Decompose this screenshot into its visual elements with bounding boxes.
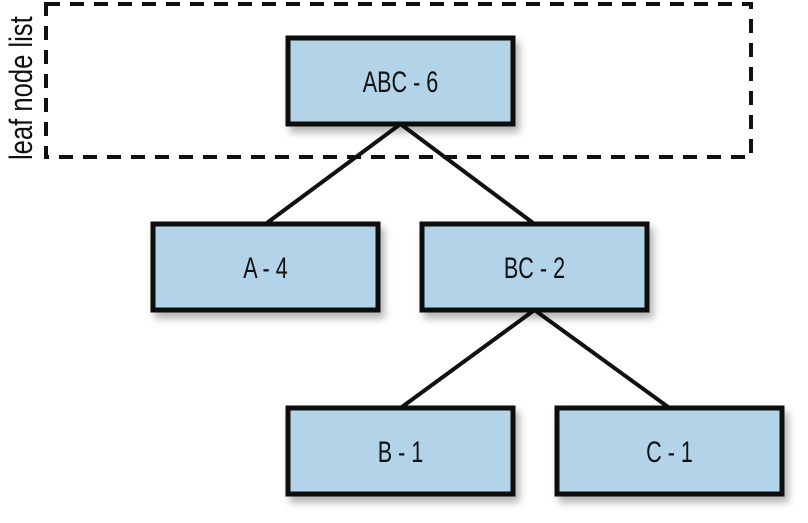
leaf-node-list-region [44, 2, 753, 159]
node-bc: BC - 2 [419, 221, 650, 313]
node-abc: ABC - 6 [285, 35, 516, 127]
node-b: B - 1 [285, 405, 516, 497]
edge-bc-c [533, 308, 671, 410]
node-box [150, 221, 381, 313]
node-label: C - 1 [646, 434, 693, 468]
edge-abc-bc [399, 122, 536, 226]
node-box [285, 405, 516, 497]
leaf-node-list-label: leaf node list [4, 16, 39, 160]
node-c: C - 1 [554, 405, 785, 497]
node-box [419, 221, 650, 313]
node-label: B - 1 [378, 434, 424, 468]
edge-bc-b [399, 308, 536, 410]
node-box [285, 35, 516, 127]
node-a: A - 4 [150, 221, 381, 313]
node-label: ABC - 6 [363, 64, 439, 98]
edge-abc-a [264, 122, 402, 226]
node-label: BC - 2 [504, 250, 565, 284]
node-box [554, 405, 785, 497]
node-label: A - 4 [243, 250, 287, 284]
